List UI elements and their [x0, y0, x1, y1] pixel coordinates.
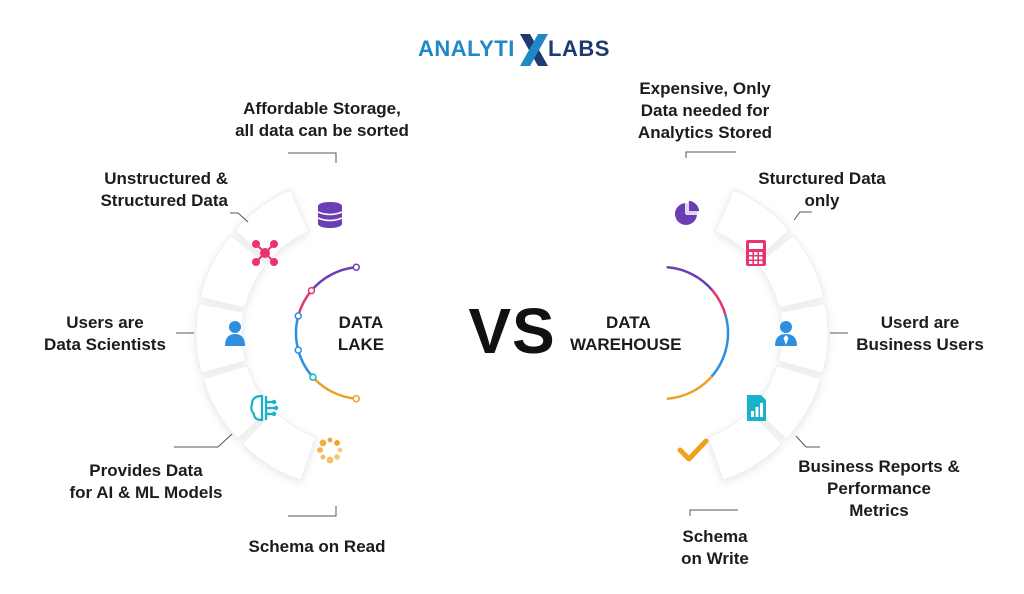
right-arc-pink [711, 289, 728, 318]
connector-line-9 [795, 435, 820, 448]
segment-icons [225, 199, 797, 464]
logo-x-mark-icon [520, 34, 548, 66]
logo-text-secondary: LABS [548, 36, 610, 61]
connector-line-7 [793, 211, 812, 221]
report-icon [747, 395, 766, 421]
left-arc-node [309, 373, 317, 381]
right-segment-5 [707, 410, 783, 481]
connector-line-4 [174, 433, 233, 448]
right-segment-1 [714, 188, 791, 262]
left-label-unstructured-data: Unstructured & Structured Data [100, 169, 228, 210]
left-arc-node [352, 263, 360, 272]
connector-line-2 [230, 212, 249, 223]
left-arc-purple [310, 266, 358, 292]
left-segment-ring [195, 188, 317, 481]
vs-text: VS [468, 295, 556, 367]
connector-line-1 [288, 152, 337, 163]
left-segment-3 [195, 303, 247, 374]
analytixlabs-logo: ANALYTI LABS [418, 34, 610, 68]
network-icon [252, 240, 278, 266]
data-lake-title: DATA LAKE [337, 313, 385, 354]
logo-text-primary: ANALYTI [418, 36, 515, 61]
left-arc-node [294, 312, 302, 320]
right-label-structured-only: Sturctured Data only [758, 169, 886, 210]
calculator-icon [746, 240, 766, 266]
ai-brain-icon [250, 394, 279, 422]
left-segment-5 [241, 410, 317, 481]
left-segment-4 [202, 364, 272, 440]
right-arc-orange [666, 375, 713, 400]
left-label-affordable-storage: Affordable Storage, all data can be sort… [235, 99, 409, 140]
loading-icon [317, 437, 343, 464]
left-label-ai-ml-models: Provides Data for AI & ML Models [69, 461, 223, 502]
left-arc-node [294, 346, 302, 354]
right-label-expensive-storage: Expensive, Only Data needed for Analytic… [637, 79, 773, 142]
pie-chart-icon [675, 199, 701, 225]
right-arc-purple [666, 266, 714, 292]
inner-arcs [294, 263, 730, 403]
left-label-users-data-scientists: Users are Data Scientists [44, 313, 166, 354]
left-arc-node [352, 394, 360, 403]
left-label-schema-on-read: Schema on Read [248, 537, 386, 556]
checkmark-icon [677, 438, 709, 462]
right-segment-ring [707, 188, 829, 481]
user-icon [225, 321, 245, 346]
left-segment-2 [199, 234, 267, 309]
connector-line-5 [288, 506, 337, 517]
label-connectors [174, 151, 848, 517]
right-label-schema-on-write: Schema on Write [681, 527, 749, 568]
right-label-business-reports: Business Reports & Performance Metrics [798, 457, 960, 520]
database-icon [317, 202, 343, 228]
left-arc-orange [311, 375, 358, 400]
right-segment-4 [752, 364, 822, 440]
connector-line-6 [685, 151, 736, 158]
right-label-business-users: Userd are Business Users [856, 313, 984, 354]
data-warehouse-title: DATA WAREHOUSE [570, 313, 682, 354]
connector-line-10 [689, 509, 738, 516]
right-segment-3 [777, 303, 829, 374]
right-arc-blue [709, 314, 730, 379]
left-arc-node [307, 286, 316, 295]
left-arc-pink [296, 289, 313, 318]
right-segment-2 [757, 234, 825, 309]
business-user-icon [775, 321, 797, 346]
